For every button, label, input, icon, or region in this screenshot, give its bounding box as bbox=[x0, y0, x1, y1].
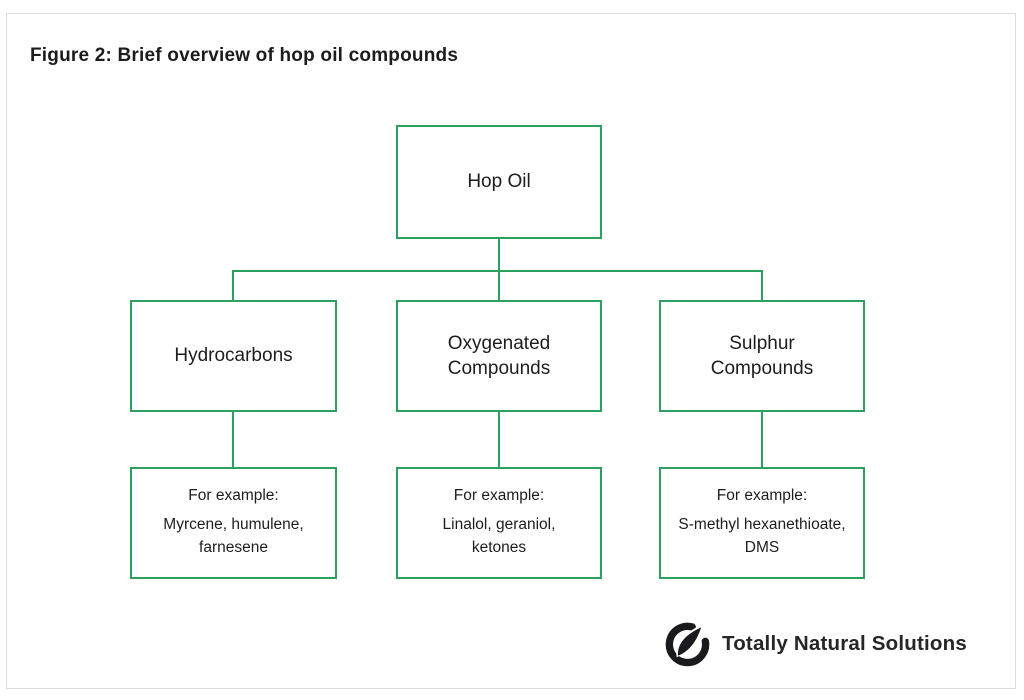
example-line: Myrcene, humulene, bbox=[163, 516, 304, 534]
node-example-oxygenated: For example: Linalol, geraniol, ketones bbox=[396, 467, 602, 579]
node-example-hydrocarbons: For example: Myrcene, humulene, farnesen… bbox=[130, 467, 337, 579]
example-line: S-methyl hexanethioate, bbox=[678, 516, 846, 534]
example-line: Linalol, geraniol, bbox=[442, 516, 556, 534]
example-line: ketones bbox=[471, 538, 527, 556]
brand-logo: Totally Natural Solutions bbox=[664, 620, 967, 667]
node-label: Hop Oil bbox=[467, 171, 531, 193]
brand-name: Totally Natural Solutions bbox=[722, 631, 967, 655]
example-intro: For example: bbox=[453, 487, 545, 505]
hop-leaf-icon bbox=[664, 620, 711, 667]
connector-distributor-horizontal bbox=[232, 270, 763, 272]
node-label-line2: Compounds bbox=[447, 358, 551, 379]
node-label: Sulphur bbox=[729, 332, 795, 354]
node-label-line2: Compounds bbox=[710, 358, 814, 379]
example-line: farnesene bbox=[199, 538, 268, 556]
connector-example-middle bbox=[498, 411, 500, 468]
connector-left-vertical bbox=[232, 270, 234, 301]
example-intro: For example: bbox=[188, 487, 279, 505]
node-example-sulphur: For example: S-methyl hexanethioate, DMS bbox=[659, 467, 865, 579]
example-line: DMS bbox=[744, 538, 780, 556]
node-label: Hydrocarbons bbox=[174, 345, 293, 367]
example-intro: For example: bbox=[716, 487, 808, 505]
node-hop-oil: Hop Oil bbox=[396, 125, 602, 239]
figure-title: Figure 2: Brief overview of hop oil comp… bbox=[30, 45, 459, 66]
connector-right-vertical bbox=[761, 270, 763, 301]
node-sulphur-compounds: Sulphur Compounds bbox=[659, 300, 865, 412]
node-label: Oxygenated bbox=[447, 332, 551, 354]
node-oxygenated-compounds: Oxygenated Compounds bbox=[396, 300, 602, 412]
node-hydrocarbons: Hydrocarbons bbox=[130, 300, 337, 412]
connector-example-right bbox=[761, 411, 763, 468]
connector-example-left bbox=[232, 411, 234, 468]
